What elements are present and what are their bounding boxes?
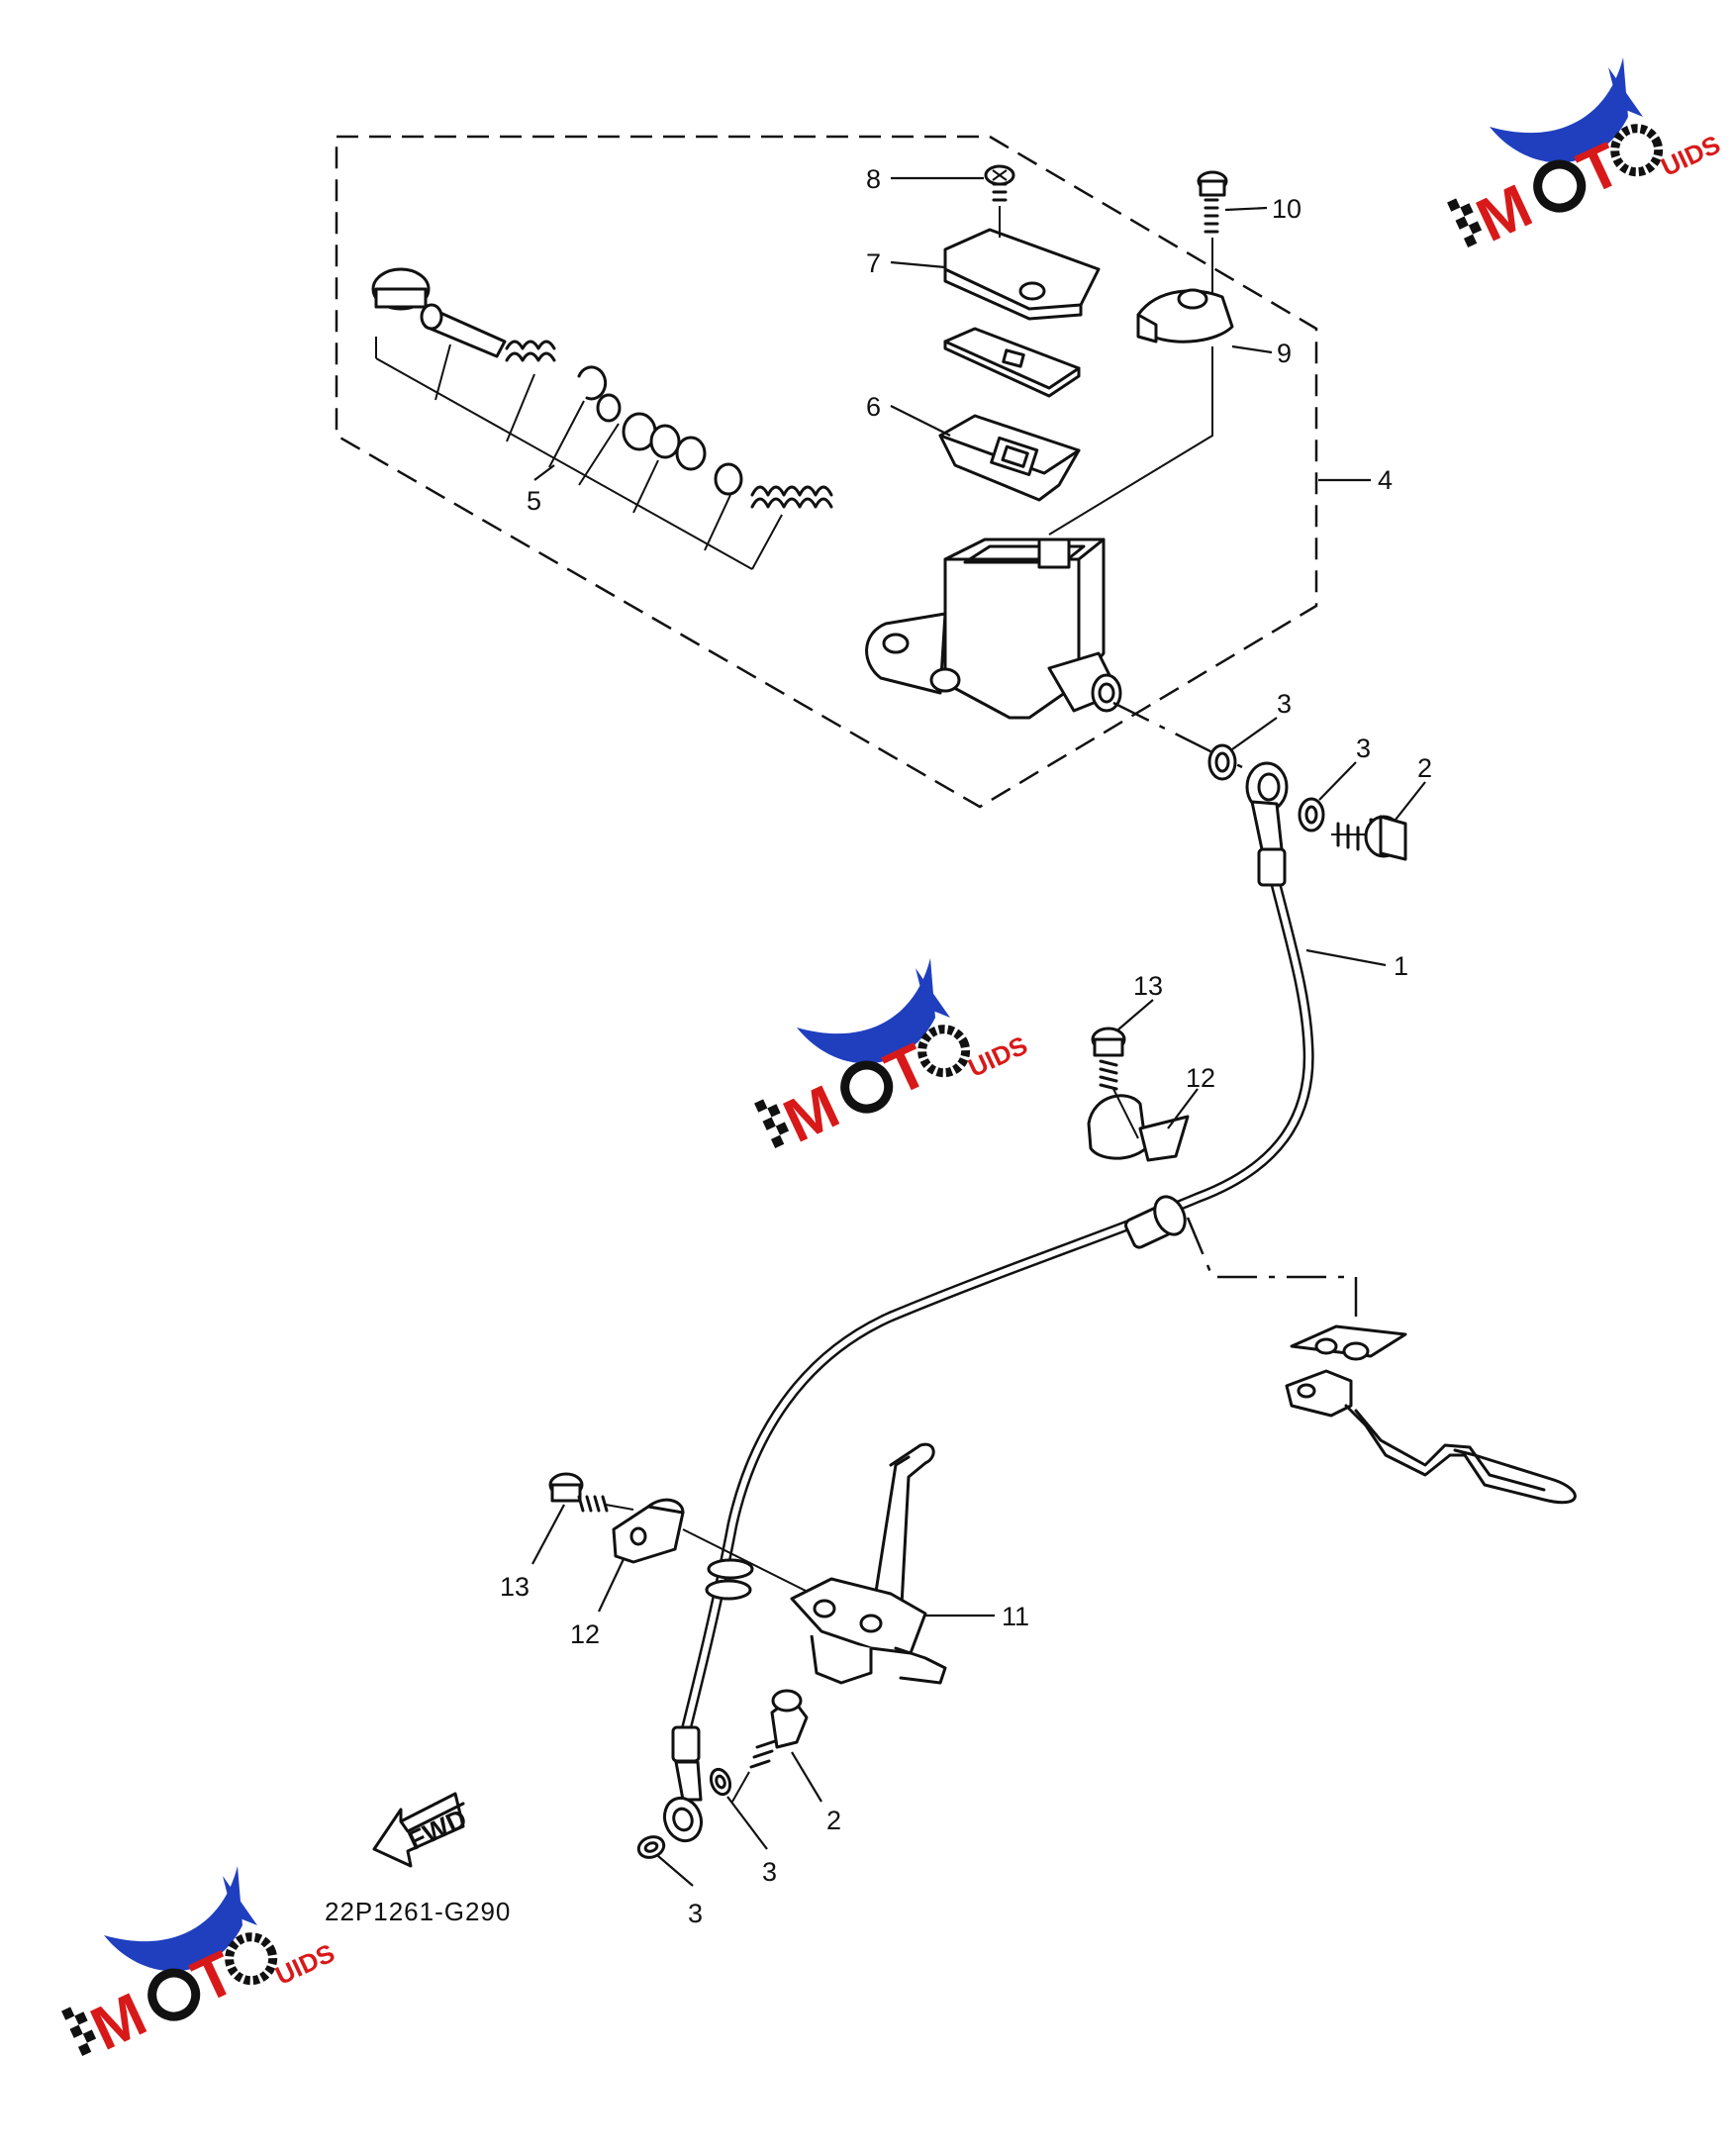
leader-3-bottom-a bbox=[726, 1796, 768, 1850]
callout-6: 6 bbox=[866, 392, 881, 422]
clamp-guide-line bbox=[682, 1528, 822, 1600]
callout-12-bottom: 12 bbox=[570, 1619, 600, 1649]
bottom-banjo-fitting bbox=[662, 1796, 704, 1843]
leader-1 bbox=[1305, 948, 1387, 967]
top-washer-b bbox=[1298, 797, 1325, 833]
leader-9 bbox=[1231, 344, 1273, 354]
hose-clamp-top bbox=[1087, 1094, 1190, 1162]
piston-kit bbox=[371, 267, 833, 509]
callout-13-bottom: 13 bbox=[500, 1572, 530, 1602]
callout-1: 1 bbox=[1394, 951, 1408, 981]
top-banjo-fitting bbox=[1245, 761, 1289, 851]
cap-screw bbox=[984, 164, 1015, 238]
callout-3-top-b: 3 bbox=[1356, 734, 1371, 763]
bottom-union-bolt bbox=[731, 1689, 809, 1803]
bottom-washer-b bbox=[636, 1835, 666, 1859]
leader-3-top-b bbox=[1318, 761, 1357, 801]
top-washer-a bbox=[1207, 743, 1237, 781]
callout-3-bottom-b: 3 bbox=[688, 1899, 703, 1928]
leader-12-bottom bbox=[598, 1558, 625, 1613]
leader-13-bottom bbox=[531, 1504, 565, 1565]
holder-bolt bbox=[1197, 170, 1228, 295]
callout-9: 9 bbox=[1277, 339, 1292, 368]
leader-13-top bbox=[1117, 999, 1154, 1030]
callout-3-bottom-a: 3 bbox=[762, 1857, 777, 1887]
leader-6 bbox=[890, 405, 951, 437]
assembly-boundary bbox=[335, 135, 1318, 809]
banjo-guide-top bbox=[1112, 701, 1243, 769]
leader-3-top-a bbox=[1231, 717, 1278, 750]
callout-10: 10 bbox=[1272, 194, 1301, 224]
leader-12-top bbox=[1167, 1088, 1199, 1129]
callout-2-bottom: 2 bbox=[826, 1806, 841, 1835]
callout-13-top: 13 bbox=[1133, 971, 1163, 1001]
callout-5: 5 bbox=[527, 486, 541, 516]
leader-7 bbox=[890, 260, 946, 269]
bottom-washer-a bbox=[709, 1767, 732, 1797]
callout-2-top: 2 bbox=[1417, 753, 1432, 783]
callout-7: 7 bbox=[866, 248, 881, 278]
watermark-logo-bottom-left bbox=[61, 1866, 339, 2080]
brake-pedal-linkage bbox=[1285, 1324, 1577, 1505]
callout-8: 8 bbox=[866, 164, 881, 194]
callout-3-top-a: 3 bbox=[1277, 689, 1292, 719]
callout-11: 11 bbox=[1002, 1602, 1029, 1631]
hose-bracket bbox=[790, 1442, 947, 1685]
top-union-bolt bbox=[1331, 815, 1407, 861]
leader-10 bbox=[1224, 206, 1268, 212]
clamp-bolt-top bbox=[1091, 1027, 1139, 1139]
reservoir-cap-set bbox=[938, 228, 1101, 502]
leader-2-top bbox=[1395, 781, 1426, 821]
callout-4: 4 bbox=[1378, 465, 1393, 495]
watermark-logo-top-right bbox=[1447, 57, 1725, 271]
master-cylinder-holder bbox=[1136, 288, 1234, 343]
clamp-bolt-bottom bbox=[548, 1472, 634, 1513]
part-code: 22P1261-G290 bbox=[325, 1897, 511, 1926]
hose-clamp-bottom bbox=[612, 1498, 685, 1564]
pedal-guide-line bbox=[1186, 1217, 1358, 1322]
master-cylinder-body bbox=[865, 538, 1122, 720]
holder-guide-line bbox=[1048, 346, 1213, 536]
leader-3-bottom-b bbox=[657, 1855, 694, 1887]
callout-12-top: 12 bbox=[1186, 1063, 1215, 1093]
piston-kit-leaders bbox=[375, 337, 783, 570]
brake-hose bbox=[671, 847, 1314, 1802]
watermark-logo-center bbox=[754, 958, 1032, 1172]
forward-arrow: FWD bbox=[372, 1792, 471, 1868]
leader-2-bottom bbox=[791, 1751, 822, 1803]
